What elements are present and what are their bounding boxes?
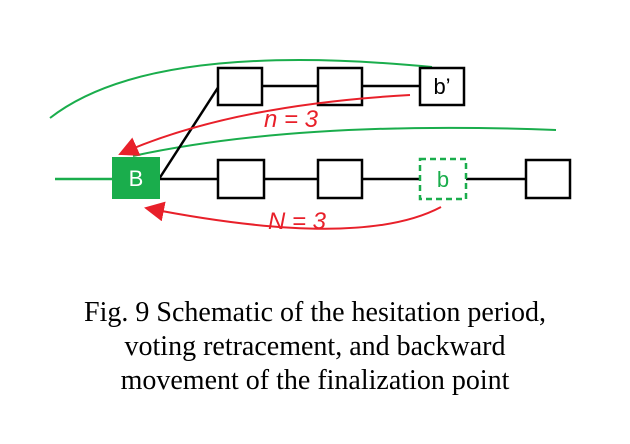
green-curve-upper	[49, 59, 433, 119]
green-curve-middle	[132, 126, 557, 157]
caption-line: Fig. 9 Schematic of the hesitation perio…	[84, 297, 546, 328]
retracement-label: n = 3	[264, 106, 319, 133]
caption-line: voting retracement, and backward	[124, 331, 506, 362]
fork-block-b-prime-label: b’	[433, 74, 450, 99]
backward-arrow	[144, 201, 442, 230]
caption-line: movement of the finalization point	[120, 365, 510, 396]
candidate-block-b	[418, 157, 468, 201]
backward-label: N = 3	[268, 208, 327, 235]
fork-block-b-prime	[418, 66, 466, 107]
fork-block	[316, 66, 364, 107]
chain-block	[216, 158, 266, 200]
main-block-B	[112, 157, 160, 199]
candidate-block-b-label: b	[437, 167, 449, 192]
fork-link	[157, 85, 221, 180]
fork-block	[216, 66, 264, 107]
chain-block	[316, 158, 364, 200]
main-block-B-label: B	[129, 166, 144, 191]
retracement-arrow	[118, 94, 411, 156]
figure-caption: Fig. 9 Schematic of the hesitation perio…	[0, 296, 630, 398]
chain-block	[524, 158, 572, 200]
